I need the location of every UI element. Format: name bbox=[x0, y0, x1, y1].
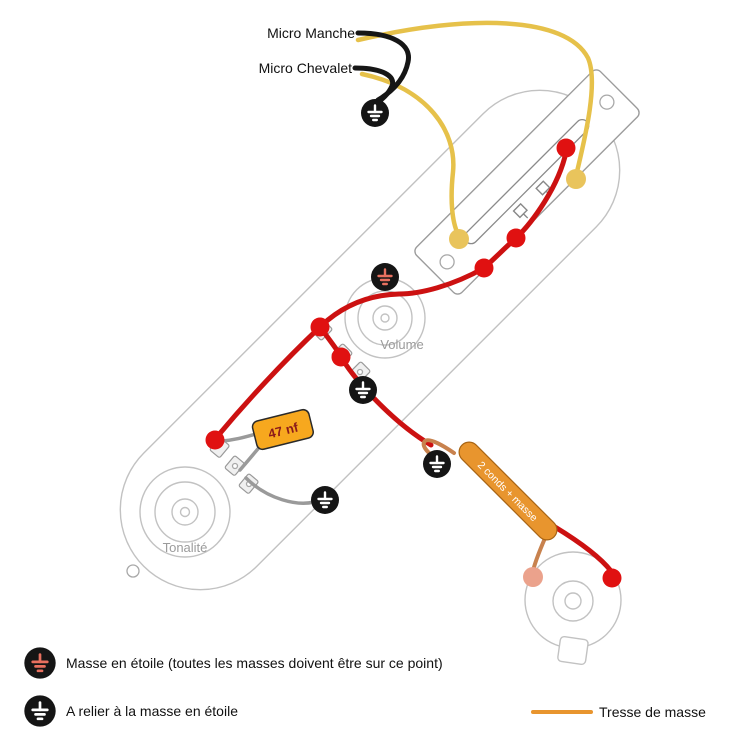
ground-icon bbox=[349, 376, 377, 404]
switch-to-volume-wire bbox=[318, 265, 487, 329]
jack-tab bbox=[557, 635, 589, 666]
legend-star-ground-text: Masse en étoile (toutes les masses doive… bbox=[66, 655, 443, 671]
cable-label: 2 conds + masse bbox=[475, 459, 540, 524]
capacitor: 47 nf bbox=[251, 408, 315, 451]
braid-to-ground-wire bbox=[421, 438, 456, 458]
solder-joint-red bbox=[310, 317, 330, 337]
volume-output-wire bbox=[338, 354, 434, 448]
capacitor-value: 47 nf bbox=[267, 419, 301, 441]
solder-joint-red bbox=[205, 430, 225, 450]
solder-joint-red bbox=[556, 138, 576, 158]
neck-pickup-label: Micro Manche bbox=[267, 25, 355, 41]
neck-pickup-hot-wire bbox=[355, 20, 595, 179]
ground-nodes bbox=[311, 99, 451, 514]
bridge-pickup-ground-wire bbox=[352, 65, 396, 106]
solder-joint-yellow bbox=[449, 229, 469, 249]
legend-braid-text: Tresse de masse bbox=[599, 704, 706, 720]
capacitor-body bbox=[251, 408, 315, 451]
cable-to-jack-hot-wire bbox=[552, 524, 614, 574]
tone-pot: Tonalité bbox=[139, 437, 259, 558]
pickup-hot-wires bbox=[355, 20, 595, 237]
solder-joint-red bbox=[506, 228, 526, 248]
bridge-pickup-label: Micro Chevalet bbox=[259, 60, 352, 76]
tone-pot-center bbox=[179, 506, 191, 518]
solder-joint-pink bbox=[523, 567, 543, 587]
switch-contacts bbox=[512, 180, 551, 219]
bridge-pickup-hot-wire bbox=[359, 71, 461, 237]
star-ground-icon bbox=[371, 263, 399, 291]
solder-joints bbox=[205, 138, 622, 588]
ground-icon bbox=[423, 450, 451, 478]
shielded-cable: 2 conds + masse bbox=[458, 441, 558, 541]
solder-joint-yellow bbox=[566, 169, 586, 189]
plate-screw-hole bbox=[126, 564, 140, 578]
pickup-ground-wires bbox=[352, 30, 411, 106]
solder-joint-red bbox=[602, 568, 622, 588]
solder-joint-red bbox=[474, 258, 494, 278]
ground-icon bbox=[361, 99, 389, 127]
output-jack bbox=[524, 551, 622, 666]
volume-label: Volume bbox=[380, 337, 423, 352]
ground-icon bbox=[24, 695, 56, 727]
ground-icon bbox=[311, 486, 339, 514]
cable-sleeve bbox=[458, 441, 558, 541]
star-ground-icon bbox=[24, 647, 56, 679]
switch-screw-hole bbox=[439, 254, 455, 270]
volume-to-tone-wire bbox=[213, 324, 323, 441]
tone-lug-to-ground-wire bbox=[244, 476, 316, 505]
solder-joint-red bbox=[331, 347, 351, 367]
tone-label: Tonalité bbox=[163, 540, 208, 555]
legend: Masse en étoile (toutes les masses doive… bbox=[24, 647, 706, 727]
jack-hole bbox=[564, 592, 582, 610]
capacitor-left-lead bbox=[220, 432, 258, 443]
volume-pot-center bbox=[380, 313, 390, 323]
switch-screw-hole bbox=[599, 94, 615, 110]
legend-ground-text: A relier à la masse en étoile bbox=[66, 703, 238, 719]
